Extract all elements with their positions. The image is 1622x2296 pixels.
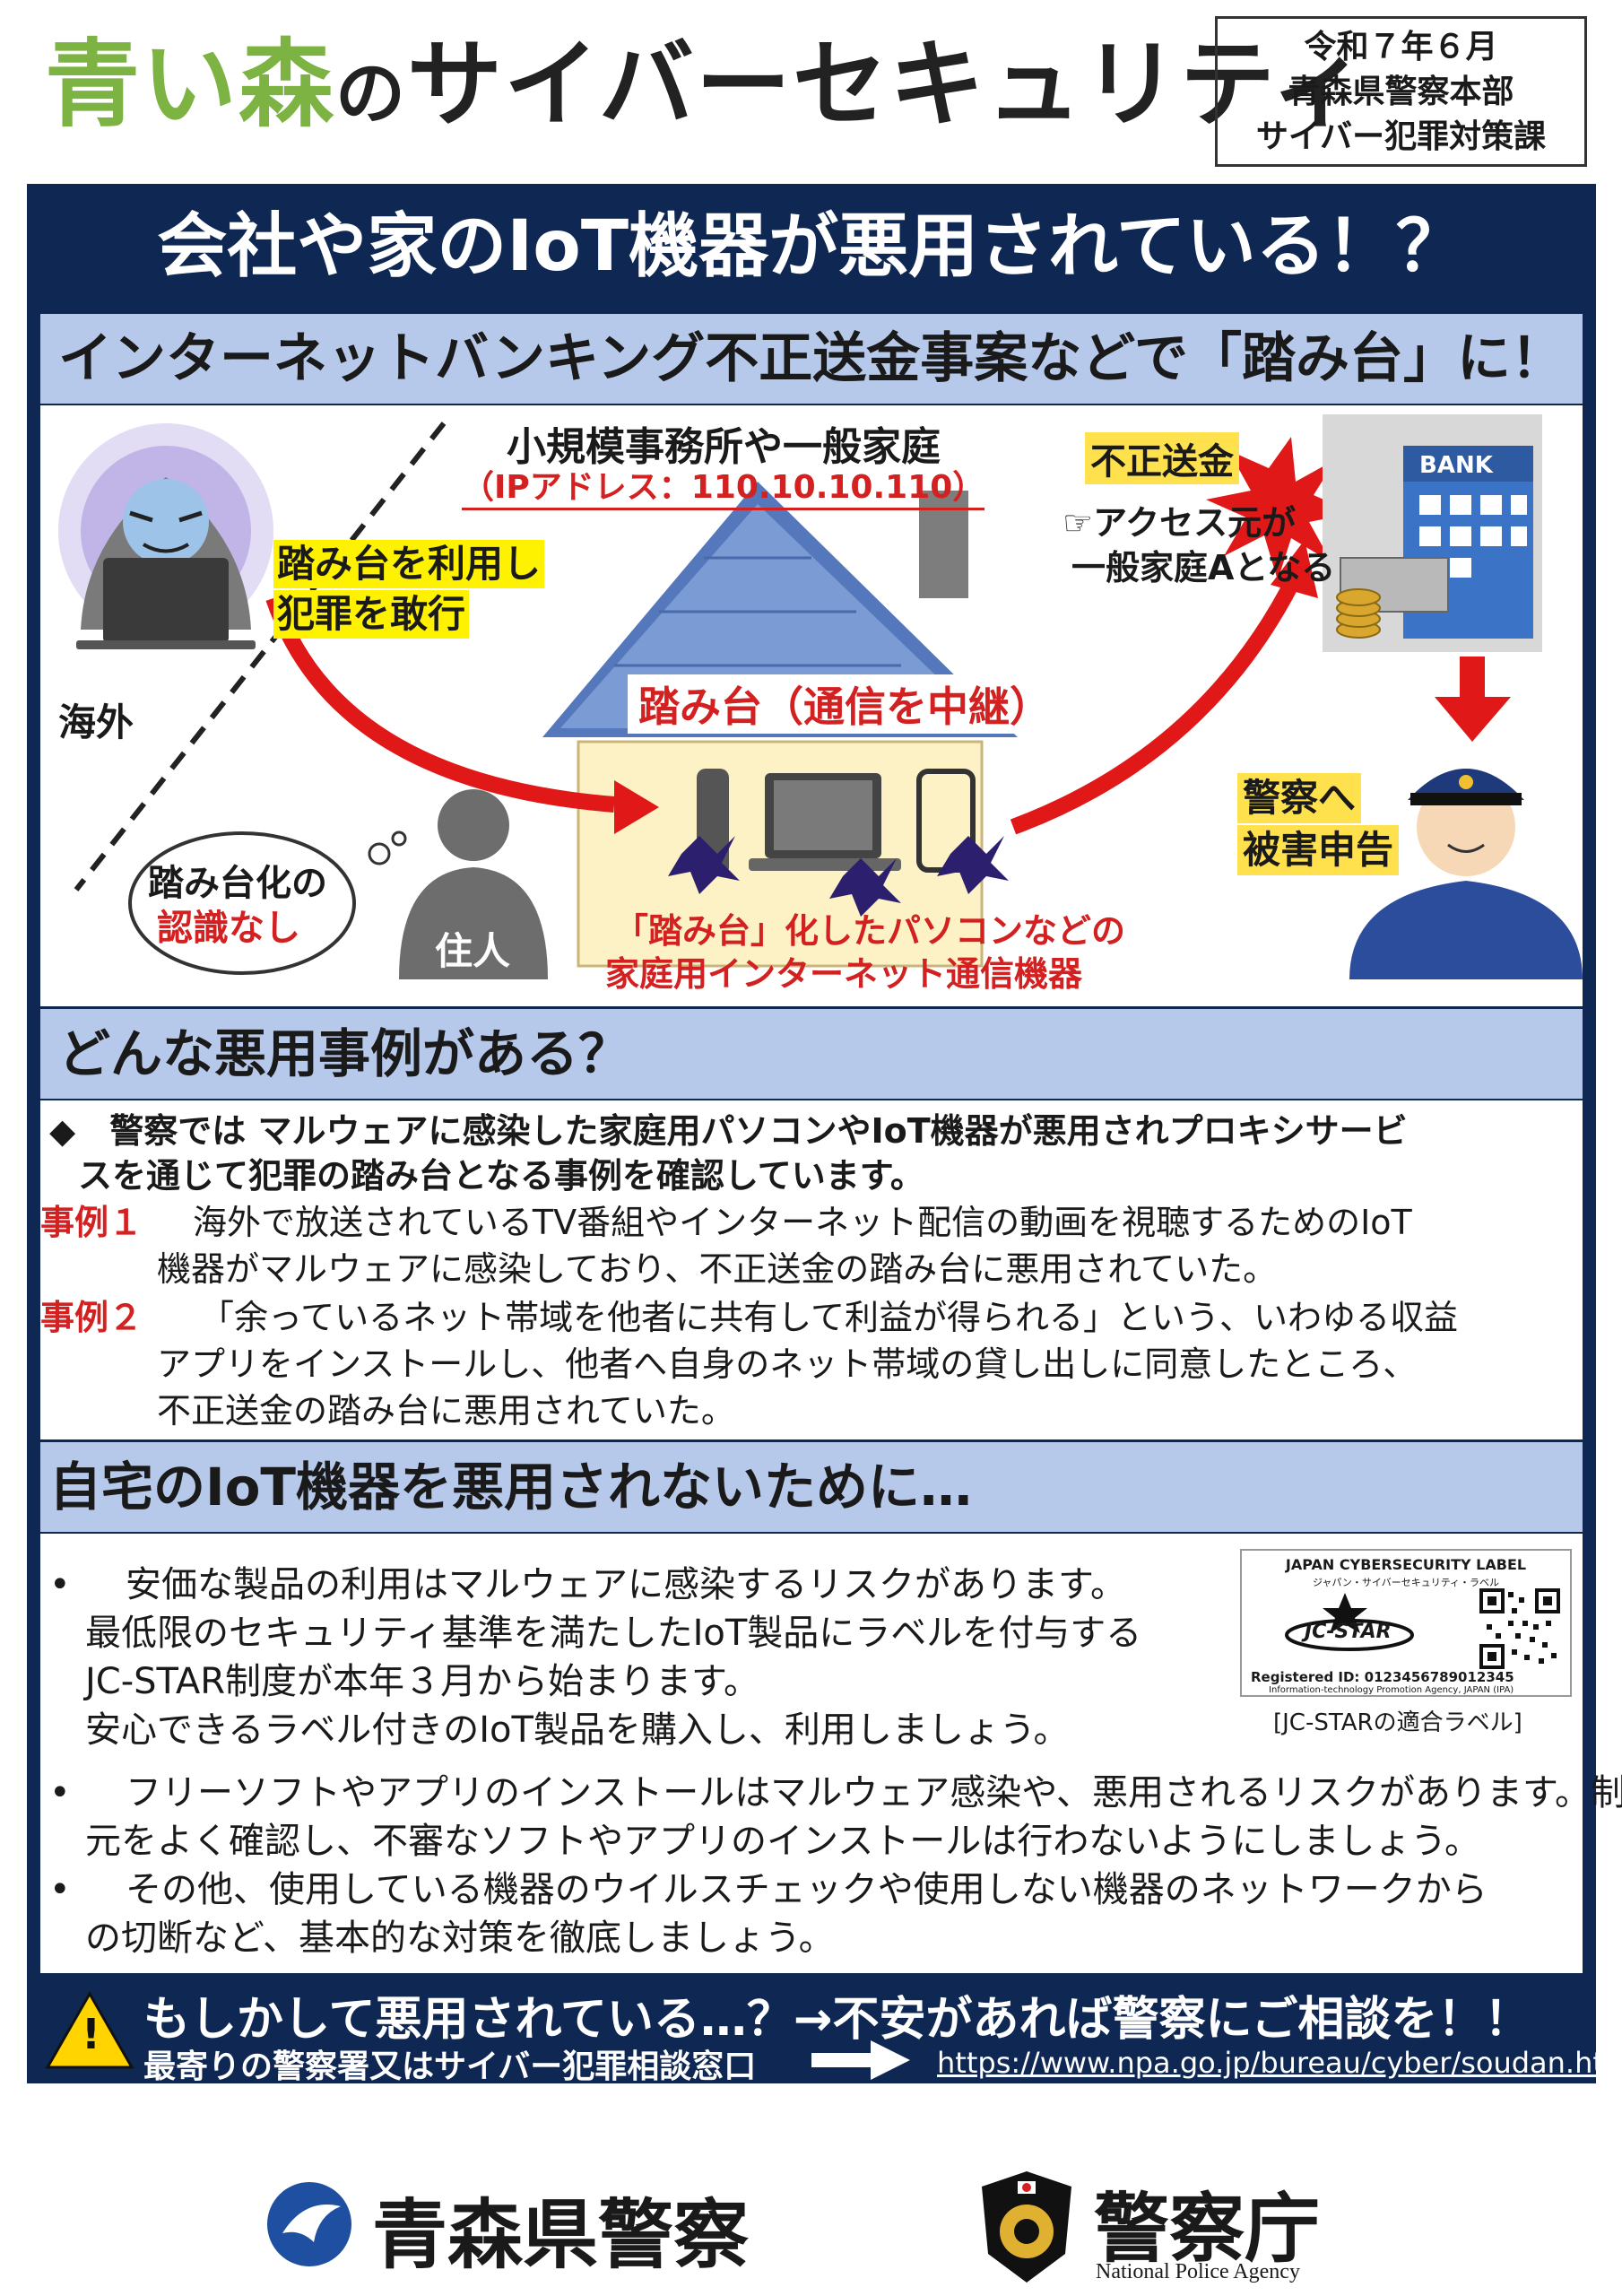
title-main: サイバーセキュリティ xyxy=(407,30,1368,140)
measure2-line1: フリーソフトやアプリのインストールはマルウェア感染や、悪用されるリスクがあります… xyxy=(126,1772,1622,1813)
label-registered-id: Registered ID: 0123456789012345 xyxy=(1251,1669,1514,1685)
issuer-box: 令和７年６月 青森県警察本部 サイバー犯罪対策課 xyxy=(1215,16,1587,167)
issuer-org: 青森県警察本部 xyxy=(1288,73,1514,110)
border-line xyxy=(74,422,447,891)
npa-logo-text: 警察庁 xyxy=(1094,2184,1321,2273)
cases-intro-2: スを通じて犯罪の踏み台となる事例を確認しています。 xyxy=(78,1156,924,1196)
hacker-icon xyxy=(58,423,273,649)
label-mark-text: JC-STAR xyxy=(1305,1621,1392,1643)
measure3-line2: の切断など、基本的な対策を徹底しましょう。 xyxy=(85,1918,835,1959)
jc-star-mark-icon xyxy=(1285,1593,1414,1651)
arrow-bank-to-police xyxy=(1435,697,1511,742)
case2-line1: 「余っているネット帯域を他者に共有して利益が得られる」という、いわゆる収益 xyxy=(200,1298,1458,1337)
label-title-en: JAPAN CYBERSECURITY LABEL xyxy=(1285,1556,1527,1573)
case2-line2: アプリをインストールし、他者へ自身のネット帯域の貸し出しに同意したところ、 xyxy=(157,1344,1418,1384)
label-title-jp: ジャパン・サイバーセキュリティ・ラベル xyxy=(1312,1577,1500,1588)
title-connector: の xyxy=(335,54,408,135)
bullet-1-mark: • xyxy=(49,1564,71,1605)
crime-label-2: 犯罪を敢行 xyxy=(273,590,470,639)
qr-code-icon xyxy=(1479,1588,1560,1669)
access-label-2: 一般家庭Aとなる xyxy=(1071,548,1336,587)
consult-url-link[interactable]: https://www.npa.go.jp/bureau/cyber/souda… xyxy=(937,2046,1622,2080)
measure1-line4: 安心できるラベル付きのIoT製品を購入し、利用しましょう。 xyxy=(85,1709,1070,1751)
section3-heading: 自宅のIoT機器を悪用されないために… xyxy=(40,1442,1583,1532)
access-label-1: ☞アクセス元が xyxy=(1063,503,1297,543)
arrow-right-icon xyxy=(811,2040,910,2080)
case2-label: 事例２ xyxy=(40,1298,143,1337)
case2-line3: 不正送金の踏み台に悪用されていた。 xyxy=(157,1391,735,1431)
npa-logo-en: National Police Agency xyxy=(1096,2260,1300,2283)
case1-line2: 機器がマルウェアに感染しており、不正送金の踏み台に悪用されていた。 xyxy=(157,1249,1278,1289)
jc-star-label: JAPAN CYBERSECURITY LABEL ジャパン・サイバーセキュリテ… xyxy=(1240,1549,1572,1697)
title-green: 青い森 xyxy=(45,30,335,140)
case1-line1: 海外で放送されているTV番組やインターネット配信の動画を視聴するためのIoT xyxy=(193,1203,1412,1242)
measure1-line1: 安価な製品の利用はマルウェアに感染するリスクがあります。 xyxy=(126,1564,1126,1605)
npa-emblem-icon xyxy=(982,2171,1071,2283)
bullet-3-mark: • xyxy=(49,1869,71,1910)
consult-footer: ! もしかして悪用されている…？→不安があれば警察にご相談を！！ 最寄りの警察署… xyxy=(40,1978,1622,2085)
resident-icon xyxy=(399,789,548,979)
issuer-division: サイバー犯罪対策課 xyxy=(1255,117,1547,155)
report-label-1: 警察へ xyxy=(1237,773,1362,823)
case1-label: 事例１ xyxy=(40,1203,143,1242)
measure2-line2: 元をよく確認し、不審なソフトやアプリのインストールは行わないようにしましょう。 xyxy=(85,1821,1480,1862)
warning-mark: ! xyxy=(82,2010,100,2058)
site-title: 青い森のサイバーセキュリティ xyxy=(45,27,1368,152)
bank-sign: BANK xyxy=(1419,452,1493,479)
bank-icon xyxy=(1323,414,1542,652)
diagram-svg xyxy=(58,414,1583,979)
fraud-label: 不正送金 xyxy=(1085,432,1239,484)
report-label-2: 被害申告 xyxy=(1237,825,1400,875)
warning-icon xyxy=(45,1990,134,2069)
issue-date: 令和７年６月 xyxy=(1304,28,1498,65)
consult-heading: もしかして悪用されている…？→不安があれば警察にご相談を！！ xyxy=(143,1993,1531,2047)
section1-heading: インターネットバンキング不正送金事案などで「踏み台」に！ xyxy=(40,314,1583,404)
cases-intro-1: ◆ 警察では マルウェアに感染した家庭用パソコンやIoT機器が悪用されプロキシサ… xyxy=(49,1111,1408,1151)
ip-address: （IPアドレス：110.10.10.110） xyxy=(462,461,985,510)
main-title: 会社や家のIoT機器が悪用されている！？ xyxy=(157,206,1466,287)
measure1-line2: 最低限のセキュリティ基準を満たしたIoT製品にラベルを付与する xyxy=(85,1613,1142,1654)
crime-label-1: 踏み台を利用し xyxy=(273,540,545,588)
relay-diagram: 海外 踏み台を利用し 犯罪を敢行 小規模事務所や一般家庭 （IPアドレス：110… xyxy=(40,405,1583,1006)
infected-devices-icon xyxy=(668,769,1009,917)
thought-bubble-icon xyxy=(128,831,407,975)
bullet-2-mark: • xyxy=(49,1772,71,1813)
arrow-house-to-bank xyxy=(1010,571,1304,835)
unaware-label-2: 認識なし xyxy=(157,908,300,949)
house-title: 小規模事務所や一般家庭 xyxy=(507,424,941,470)
label-org: Information-technology Promotion Agency,… xyxy=(1269,1685,1514,1695)
devices-label-2: 家庭用インターネット通信機器 xyxy=(605,954,1083,994)
label-caption: [JC-STARの適合ラベル] xyxy=(1273,1709,1522,1736)
cases-panel: ◆ 警察では マルウェアに感染した家庭用パソコンやIoT機器が悪用されプロキシサ… xyxy=(40,1100,1583,1439)
police-officer-icon xyxy=(1349,769,1583,979)
measure3-line1: その他、使用している機器のウイルスチェックや使用しない機器のネットワークから xyxy=(126,1869,1488,1910)
unaware-label-1: 踏み台化の xyxy=(148,863,327,904)
section2-heading: どんな悪用事例がある？ xyxy=(40,1009,1583,1099)
relay-label: 踏み台（通信を中継） xyxy=(628,674,1062,734)
aomori-police-logo-text: 青森県警察 xyxy=(372,2191,750,2279)
aomori-police-emblem-icon xyxy=(267,2182,351,2266)
consult-sub: 最寄りの警察署又はサイバー犯罪相談窓口 xyxy=(143,2048,757,2085)
arrow-hacker-to-house xyxy=(265,596,615,813)
devices-label-1: 「踏み台」化したパソコンなどの xyxy=(614,911,1126,951)
alert-burst-icon xyxy=(1206,437,1354,580)
resident-label: 住人 xyxy=(435,929,511,973)
overseas-label: 海外 xyxy=(58,700,134,744)
measure1-line3: JC-STAR制度が本年３月から始まります。 xyxy=(85,1661,760,1702)
